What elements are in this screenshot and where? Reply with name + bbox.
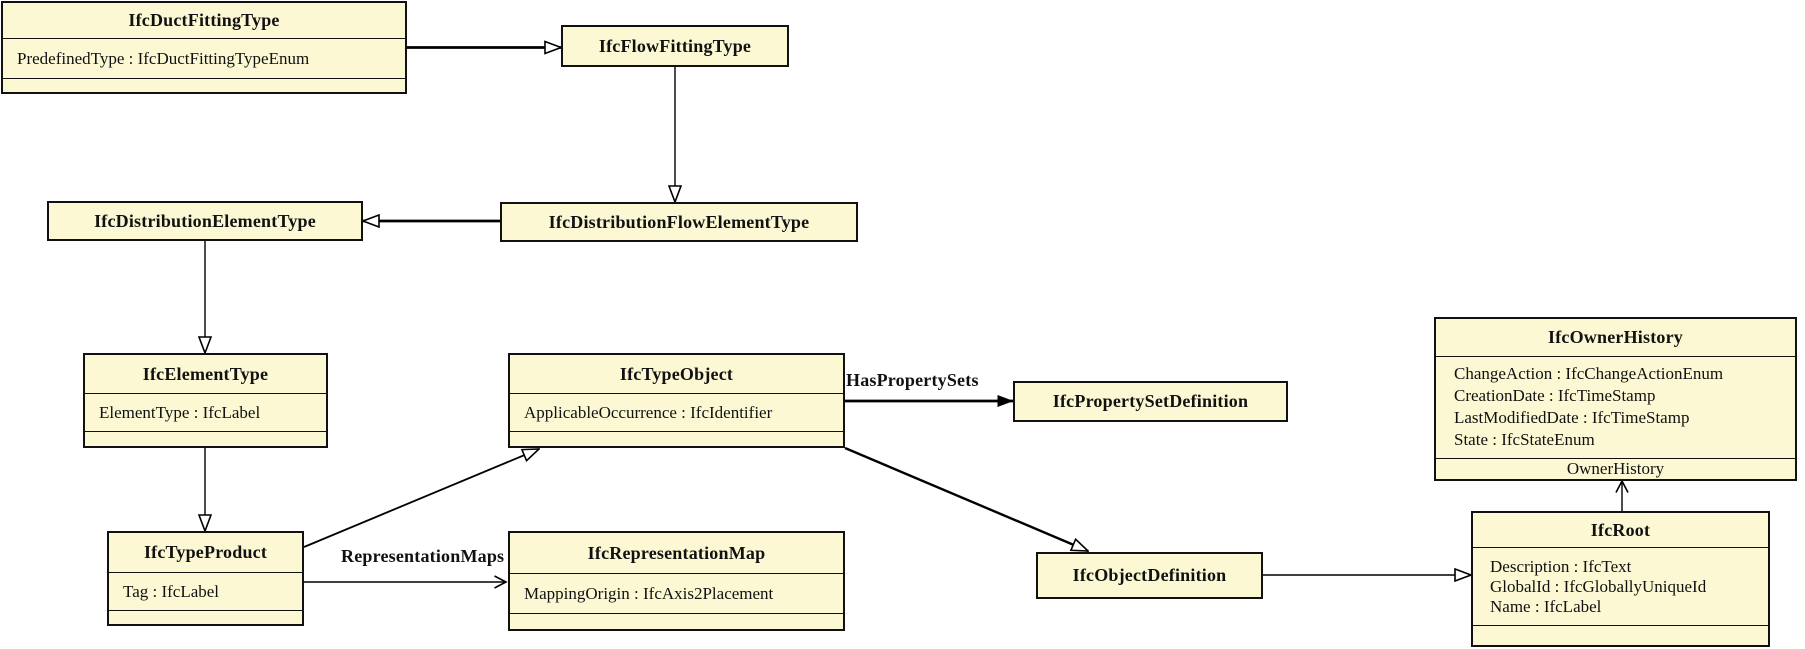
class-empty-compartment xyxy=(109,610,302,624)
class-title: IfcRoot xyxy=(1590,519,1651,540)
class-attribute: ApplicableOccurrence : IfcIdentifier xyxy=(524,403,773,422)
class-attribute: LastModifiedDate : IfcTimeStamp xyxy=(1454,408,1690,428)
class-title: IfcDistributionElementType xyxy=(94,210,316,231)
class-attribute: ChangeAction : IfcChangeActionEnum xyxy=(1454,364,1724,384)
class-title: IfcElementType xyxy=(142,363,269,384)
class-title: IfcObjectDefinition xyxy=(1072,565,1227,585)
class-title: IfcDuctFittingType xyxy=(128,10,280,30)
association-end-label-ownerhistory: OwnerHistory xyxy=(1436,458,1795,479)
class-empty-compartment xyxy=(510,613,843,629)
class-box-ifcownerhistory: IfcOwnerHistory ChangeAction : IfcChange… xyxy=(1434,317,1797,481)
class-box-ifcobjectdefinition: IfcObjectDefinition xyxy=(1036,552,1263,599)
class-empty-compartment xyxy=(85,431,326,446)
class-attribute: State : IfcStateEnum xyxy=(1454,430,1595,450)
class-attribute: GlobalId : IfcGloballyUniqueId xyxy=(1490,576,1707,596)
association-label-representationmaps: RepresentationMaps xyxy=(341,546,505,566)
generalization-typeobject-to-objectdefinition xyxy=(844,446,1088,553)
class-attribute: Tag : IfcLabel xyxy=(123,582,220,601)
class-box-ifcdistributionelementtype: IfcDistributionElementType xyxy=(47,201,363,241)
class-attribute: CreationDate : IfcTimeStamp xyxy=(1454,386,1656,406)
class-box-ifcductfittingtype: IfcDuctFittingType PredefinedType : IfcD… xyxy=(1,1,407,94)
class-title: IfcDistributionFlowElementType xyxy=(548,211,810,232)
class-title: IfcFlowFittingType xyxy=(598,35,752,56)
class-title: IfcPropertySetDefinition xyxy=(1052,391,1249,411)
class-box-ifcpropertysetdefinition: IfcPropertySetDefinition xyxy=(1013,381,1288,422)
association-label-haspropertysets: HasPropertySets xyxy=(846,370,979,390)
class-empty-compartment xyxy=(3,78,405,92)
class-empty-compartment xyxy=(510,431,843,446)
class-title: IfcTypeProduct xyxy=(143,542,268,562)
class-box-ifcelementtype: IfcElementType ElementType : IfcLabel xyxy=(83,353,328,448)
class-box-ifcflowfittingtype: IfcFlowFittingType xyxy=(561,25,789,67)
class-attribute: ElementType : IfcLabel xyxy=(99,403,261,422)
class-attribute: MappingOrigin : IfcAxis2Placement xyxy=(524,584,774,603)
class-attribute: PredefinedType : IfcDuctFittingTypeEnum xyxy=(17,49,310,68)
class-box-ifcroot: IfcRoot Description : IfcText GlobalId :… xyxy=(1471,511,1770,647)
class-title: IfcOwnerHistory xyxy=(1548,326,1683,347)
class-box-ifcrepresentationmap: IfcRepresentationMap MappingOrigin : Ifc… xyxy=(508,531,845,631)
class-attribute: Description : IfcText xyxy=(1490,556,1632,576)
class-title: IfcTypeObject xyxy=(619,363,734,384)
class-box-ifcdistributionflowelementtype: IfcDistributionFlowElementType xyxy=(500,202,858,242)
class-attribute: Name : IfcLabel xyxy=(1490,596,1602,616)
class-box-ifctypeobject: IfcTypeObject ApplicableOccurrence : Ifc… xyxy=(508,353,845,448)
generalization-typeproduct-to-typeobject xyxy=(303,449,539,548)
class-title: IfcRepresentationMap xyxy=(587,542,766,563)
class-empty-compartment xyxy=(1473,625,1768,645)
class-box-ifctypeproduct: IfcTypeProduct Tag : IfcLabel xyxy=(107,531,304,626)
